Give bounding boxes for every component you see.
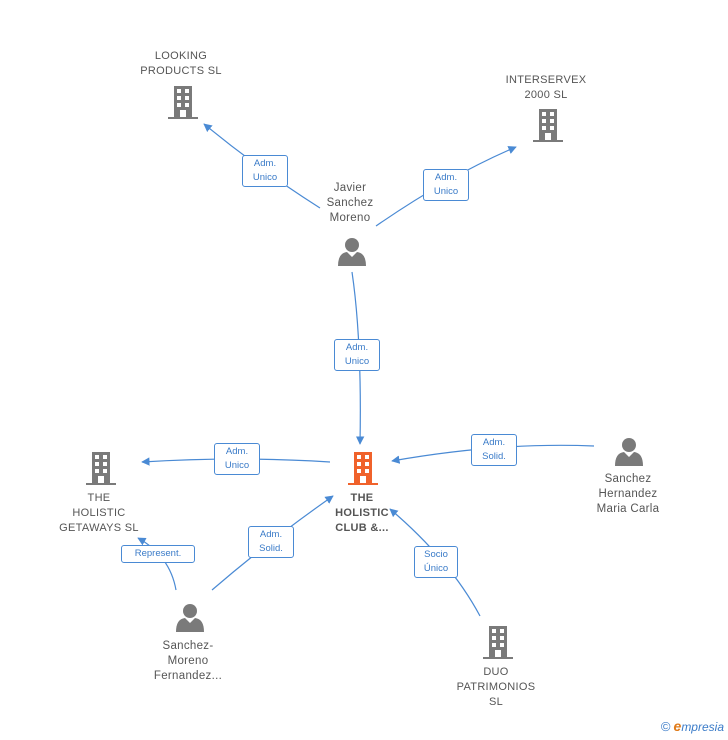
node-label-sanchez-hernandez[interactable]: Sanchez Hernandez Maria Carla bbox=[578, 472, 678, 517]
edge-label-club-getaways: Adm. Unico bbox=[214, 443, 260, 475]
edge-label-duo-club: Socio Único bbox=[414, 546, 458, 578]
building-icon-focus[interactable] bbox=[348, 452, 378, 485]
node-label-line: PATRIMONIOS bbox=[456, 681, 536, 693]
building-icon[interactable] bbox=[483, 626, 513, 659]
node-label-line: INTERSERVEX bbox=[505, 74, 587, 86]
node-label-line: THE bbox=[87, 492, 111, 504]
node-label-line: GETAWAYS SL bbox=[59, 522, 139, 534]
node-label-line: Maria Carla bbox=[596, 503, 660, 515]
empresia-logo[interactable]: ©empresia bbox=[661, 718, 724, 734]
node-label-line: HOLISTIC bbox=[335, 507, 389, 519]
edge-label-line: Unico bbox=[433, 186, 459, 197]
building-icon[interactable] bbox=[86, 452, 116, 485]
node-label-line: Moreno bbox=[329, 212, 371, 224]
node-label-line: HOLISTIC bbox=[72, 507, 126, 519]
node-label-line: LOOKING bbox=[154, 50, 208, 62]
node-label-duo-patrimonios[interactable]: DUO PATRIMONIOS SL bbox=[446, 665, 546, 710]
edge-label-moreno-getaways: Represent. bbox=[121, 545, 195, 563]
edge-label-line: Adm. bbox=[482, 437, 506, 448]
edge-label-line: Adm. bbox=[259, 529, 283, 540]
edge-label-line: Solid. bbox=[259, 543, 283, 554]
brand-logo-e: e bbox=[673, 718, 682, 734]
node-label-line: Sanchez bbox=[604, 473, 652, 485]
node-label-line: Moreno bbox=[167, 655, 209, 667]
copyright-symbol: © bbox=[660, 719, 671, 734]
edge-label-line: Unico bbox=[252, 172, 278, 183]
node-label-line: CLUB &... bbox=[335, 522, 389, 534]
node-label-line: THE bbox=[350, 492, 374, 504]
edge-label-line: Solid. bbox=[482, 451, 506, 462]
edge-label-hernandez-club: Adm. Solid. bbox=[471, 434, 517, 466]
edge-label-line: Adm. bbox=[253, 158, 277, 169]
edge-label-line: Adm. bbox=[225, 446, 249, 457]
node-label-holistic-getaways[interactable]: THE HOLISTIC GETAWAYS SL bbox=[44, 491, 154, 536]
edge-label-javier-club: Adm. Unico bbox=[334, 339, 380, 371]
edge-label-line: Adm. bbox=[434, 172, 458, 183]
node-label-line: Javier bbox=[333, 182, 367, 194]
edge-label-line: Único bbox=[423, 563, 449, 574]
person-icon[interactable] bbox=[338, 238, 366, 266]
node-label-holistic-club[interactable]: THE HOLISTIC CLUB &... bbox=[322, 491, 402, 536]
node-label-line: Hernandez bbox=[598, 488, 658, 500]
edge-label-moreno-club: Adm. Solid. bbox=[248, 526, 294, 558]
node-label-line: Sanchez- bbox=[162, 640, 214, 652]
edge-label-javier-looking: Adm. Unico bbox=[242, 155, 288, 187]
node-label-interservex[interactable]: INTERSERVEX 2000 SL bbox=[486, 73, 606, 103]
edge-label-line: Unico bbox=[224, 460, 250, 471]
person-icon[interactable] bbox=[176, 604, 204, 632]
node-label-line: SL bbox=[488, 696, 504, 708]
node-label-line: Fernandez... bbox=[153, 670, 223, 682]
building-icon[interactable] bbox=[533, 109, 563, 142]
node-label-line: 2000 SL bbox=[524, 89, 568, 101]
node-label-javier[interactable]: Javier Sanchez Moreno bbox=[300, 181, 400, 226]
node-label-line: Sanchez bbox=[326, 197, 374, 209]
node-label-sanchez-moreno[interactable]: Sanchez- Moreno Fernandez... bbox=[138, 639, 238, 684]
node-label-line: DUO bbox=[483, 666, 509, 678]
edge-label-line: Unico bbox=[344, 356, 370, 367]
edge-label-line: Adm. bbox=[345, 342, 369, 353]
person-icon[interactable] bbox=[615, 438, 643, 466]
building-icon[interactable] bbox=[168, 86, 198, 119]
node-label-looking-products[interactable]: LOOKING PRODUCTS SL bbox=[121, 49, 241, 79]
node-label-line: PRODUCTS SL bbox=[140, 65, 222, 77]
edge-label-line: Socio bbox=[424, 549, 448, 560]
edge-label-line: Represent. bbox=[134, 548, 182, 559]
edge-label-javier-interservex: Adm. Unico bbox=[423, 169, 469, 201]
brand-logo-text: mpresia bbox=[681, 720, 724, 734]
